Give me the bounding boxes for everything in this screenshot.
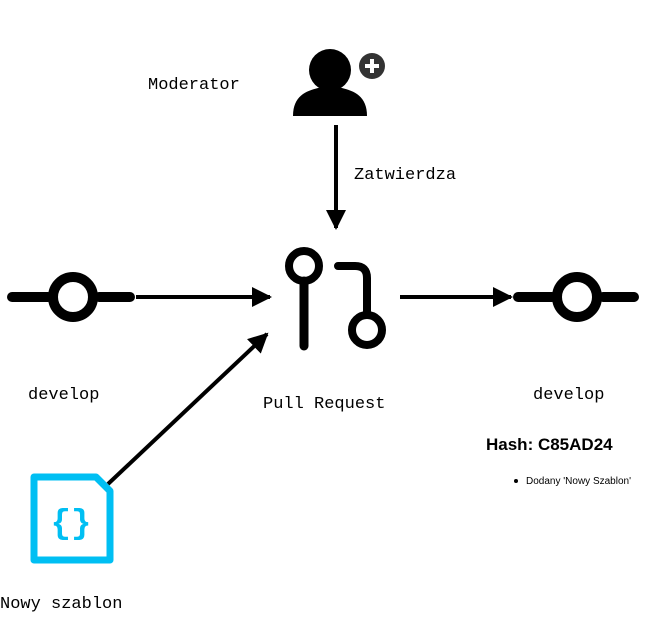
- change-item: Dodany 'Nowy Szablon': [526, 476, 631, 487]
- develop-source-commit-icon: [7, 272, 135, 322]
- user-add-icon: [293, 49, 388, 116]
- develop-source-label: develop: [28, 386, 99, 405]
- pull-request-icon: [285, 247, 386, 351]
- approves-label: Zatwierdza: [354, 166, 456, 185]
- template-file-label: Nowy szablon: [0, 595, 122, 614]
- develop-target-label: develop: [533, 386, 604, 405]
- pull-request-label: Pull Request: [263, 395, 385, 414]
- json-file-glyph: {}: [51, 506, 92, 544]
- json-file-icon: {}: [30, 473, 114, 564]
- commit-hash: Hash: C85AD24: [486, 435, 613, 454]
- develop-target-commit-icon: [513, 272, 639, 322]
- moderator-label: Moderator: [148, 76, 240, 95]
- template-to-pr-arrow: [106, 332, 269, 486]
- change-bullet: [514, 479, 518, 483]
